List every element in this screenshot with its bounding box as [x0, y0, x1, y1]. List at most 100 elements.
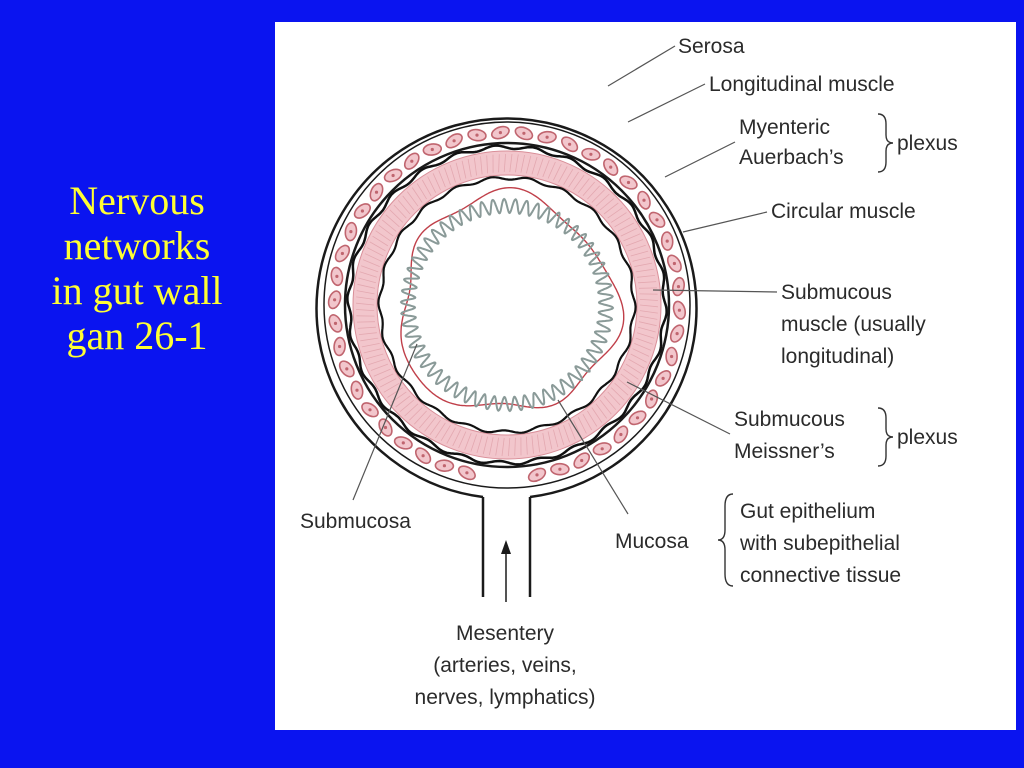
muscle-fiber-line [526, 436, 528, 455]
gut-wall-figure: Serosa Longitudinal muscle Myenteric Aue… [275, 22, 1016, 730]
muscle-fiber-line [630, 250, 649, 257]
muscle-cell-nucleus [340, 251, 344, 256]
muscle-fiber-line [573, 420, 582, 437]
muscle-fiber-line [630, 353, 647, 363]
leader-submucous-muscle [652, 289, 778, 293]
muscle-fiber-line [449, 164, 456, 183]
muscle-fiber-line [369, 241, 386, 252]
title-line-3: in gut wall [51, 268, 223, 313]
muscle-cell-nucleus [498, 131, 502, 135]
muscle-fiber-line [446, 427, 456, 444]
muscle-fiber-line [595, 403, 608, 419]
muscle-fiber-line [361, 265, 379, 273]
muscle-cell-nucleus [677, 308, 681, 312]
title-line-1: Nervous [69, 178, 205, 223]
muscle-fiber-line [625, 239, 644, 247]
circular-muscle-fibers [355, 153, 659, 457]
label-gut-epithelium-1: Gut epithelium [740, 500, 875, 523]
muscle-fiber-line [607, 207, 623, 219]
leader-submucous-plexus [626, 381, 731, 435]
leader-submucosa [352, 343, 418, 501]
muscle-fiber-line [610, 387, 625, 401]
muscle-fiber-line [582, 181, 596, 197]
muscle-fiber-line [547, 161, 556, 179]
muscle-fiber-line [409, 407, 423, 421]
muscle-cell-nucleus [360, 209, 364, 213]
muscle-fiber-line [508, 437, 511, 457]
muscle-fiber-line [389, 209, 404, 223]
muscle-cell-nucleus [619, 432, 623, 437]
muscle-fiber-line [620, 373, 636, 386]
muscle-cell-nucleus [338, 344, 342, 349]
muscle-fiber-line [411, 187, 423, 203]
muscle-cell-nucleus [626, 180, 631, 185]
muscle-cell-nucleus [672, 261, 676, 266]
muscle-fiber-line [599, 399, 612, 415]
muscle-fiber-line [404, 403, 419, 417]
muscle-fiber-line [362, 259, 380, 267]
muscle-fiber-line [617, 222, 634, 232]
muscle-fiber-line [480, 156, 483, 175]
circular-muscle-inner-edge [376, 174, 638, 436]
muscle-cell-nucleus [345, 367, 349, 371]
brace-myenteric [877, 113, 894, 173]
label-auerbachs: Auerbach’s [739, 146, 844, 169]
muscle-fiber-line [355, 302, 375, 306]
mesentery-arrowhead [501, 540, 511, 554]
serosa-outline [315, 117, 698, 499]
muscle-fiber-line [515, 154, 519, 173]
leader-myenteric [664, 141, 736, 178]
muscle-fiber-line [628, 244, 646, 252]
muscle-fiber-line [482, 436, 488, 455]
muscle-fiber-line [553, 163, 562, 181]
leader-longitudinal-muscle [627, 83, 706, 123]
muscle-cell-nucleus [676, 285, 681, 289]
muscle-fiber-line [639, 304, 659, 308]
muscle-fiber-line [356, 290, 375, 295]
muscle-cell-nucleus [465, 471, 469, 475]
muscle-fiber-line [639, 310, 658, 314]
leader-serosa [607, 45, 676, 87]
muscle-fiber-line [486, 155, 488, 174]
muscle-cell-nucleus [333, 321, 338, 325]
muscle-fiber-line [531, 435, 534, 454]
muscle-fiber-line [364, 253, 382, 262]
muscle-fiber-line [603, 395, 617, 410]
muscle-fiber-line [582, 414, 593, 431]
muscle-cell-nucleus [421, 454, 425, 458]
leader-mucosa [557, 399, 629, 515]
label-meissners: Meissner’s [734, 440, 835, 463]
muscle-fiber-line [470, 434, 477, 452]
muscle-cell-nucleus [661, 376, 665, 380]
muscle-fiber-line [381, 219, 397, 232]
muscle-fiber-line [634, 262, 653, 267]
muscle-fiber-line [452, 429, 461, 447]
submucous-plexus [377, 176, 637, 434]
muscle-fiber-line [356, 296, 375, 300]
muscle-fiber-line [563, 168, 574, 185]
muscle-fiber-line [357, 283, 376, 289]
title-line-4: gan 26-1 [66, 313, 208, 358]
muscle-fiber-line [537, 158, 544, 176]
muscle-fiber-line [380, 378, 397, 388]
muscle-fiber-line [526, 155, 532, 174]
muscle-fiber-line [614, 217, 631, 228]
muscle-fiber-line [473, 157, 477, 176]
muscle-fiber-line [414, 410, 427, 425]
muscle-cell-nucleus [655, 218, 659, 222]
muscle-fiber-line [632, 348, 650, 357]
muscle-fiber-line [372, 235, 389, 247]
muscle-fiber-line [553, 429, 559, 448]
muscle-fiber-line [547, 431, 553, 450]
longitudinal-muscle-inner [343, 141, 671, 469]
label-submucosa: Submucosa [300, 510, 411, 533]
muscle-cell-nucleus [580, 458, 584, 463]
muscle-cell-nucleus [600, 447, 604, 451]
muscle-fiber-line [385, 214, 400, 228]
muscle-fiber-line [357, 326, 376, 329]
muscle-fiber-line [467, 159, 472, 177]
muscle-fiber-line [455, 162, 461, 181]
muscle-cell-nucleus [335, 274, 339, 278]
muscle-cell-nucleus [642, 198, 646, 202]
muscle-cell-nucleus [545, 135, 549, 139]
